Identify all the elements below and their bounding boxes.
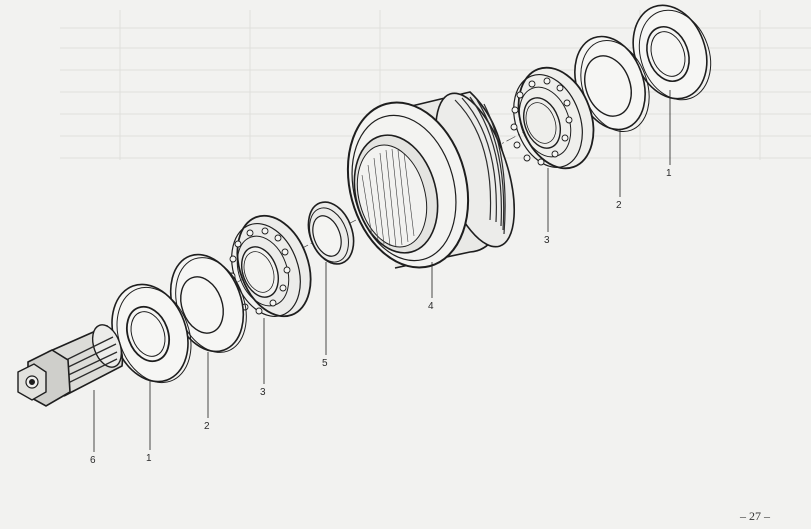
bearing-housing-drum (346, 91, 516, 269)
shaft-with-hex-nut (17, 324, 124, 407)
callout-drum: 4 (428, 301, 434, 312)
callout-washer-top-right: 1 (666, 168, 672, 179)
callout-bearing-left: 3 (260, 387, 266, 398)
spacer-ring (307, 201, 355, 265)
callout-shaft: 6 (90, 455, 96, 466)
leader-lines (93, 90, 671, 452)
callout-washer-left: 1 (146, 453, 152, 464)
callout-washer-top-mid: 2 (616, 200, 622, 211)
callout-bearing-top-right: 3 (544, 235, 550, 246)
washer-top-mid (574, 35, 650, 133)
callout-spacer-ring: 5 (322, 358, 328, 369)
bearing-top-right (510, 66, 595, 170)
washer-top-right (632, 4, 712, 101)
callout-washer-left-mid: 2 (204, 421, 210, 432)
washer-left-mid (169, 253, 247, 353)
page-number: – 27 – (739, 509, 771, 523)
